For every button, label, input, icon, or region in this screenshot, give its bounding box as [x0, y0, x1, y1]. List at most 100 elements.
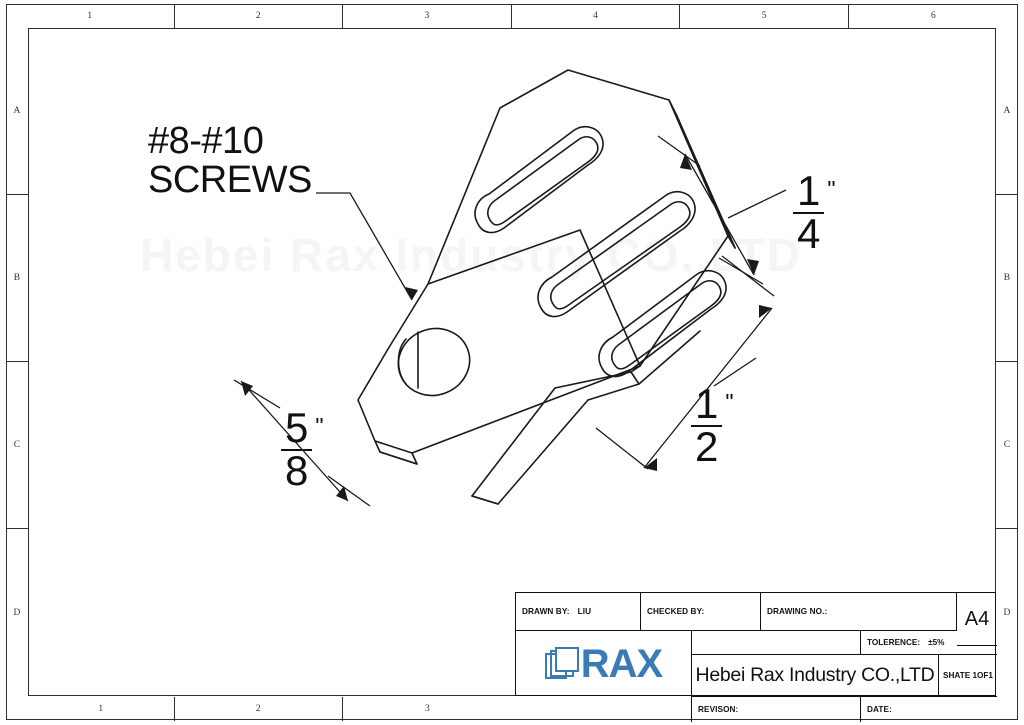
revison-cell[interactable]: REVISON:	[692, 697, 861, 722]
zone-top-6: 6	[849, 4, 1018, 28]
tab-corner-join	[630, 365, 641, 373]
fraction-numerator: 5	[285, 404, 309, 451]
fraction-denominator: 8	[285, 447, 309, 495]
zone-label: A	[13, 106, 21, 116]
drawn-by-value: LIU	[577, 607, 592, 616]
dim-half-ext-1	[721, 255, 775, 297]
sheet-count-value: SHATE 1OF1	[943, 671, 993, 680]
dimension-label-five-eighths-inch: 5 8 "	[281, 404, 324, 495]
zone-right-c: C	[996, 362, 1018, 529]
tolerence-label: TOLERENCE:	[867, 638, 921, 647]
fraction-denominator: 2	[695, 423, 719, 471]
dim-quarter-leader	[727, 189, 787, 219]
zone-top-2: 2	[175, 4, 344, 28]
zone-label: A	[1003, 106, 1011, 116]
dim-58-arrow-bottom	[336, 486, 348, 501]
dim-quarter-ext-1	[657, 135, 701, 167]
rax-logo-text: RAX	[580, 642, 663, 686]
revison-label: REVISON:	[698, 705, 739, 714]
zone-left-a: A	[6, 28, 28, 195]
date-label: DATE:	[867, 705, 892, 714]
sheet-outer-border	[6, 4, 1018, 720]
sheet-count-cell: SHATE 1OF1	[939, 655, 997, 697]
zone-top-1: 1	[6, 4, 175, 28]
screws-leader-line	[316, 192, 418, 301]
screws-note-line1: #8-#10	[148, 120, 264, 162]
tab-inner-edge	[587, 383, 640, 401]
dim-58-ext-1	[233, 379, 281, 409]
company-name-cell: Hebei Rax Industry CO.,LTD	[692, 655, 939, 697]
title-block: DRAWN BY: LIU CHECKED BY: DRAWING NO.: A…	[515, 592, 997, 722]
slot-upper-inner	[487, 135, 599, 226]
revison-blank-cell	[516, 697, 692, 722]
zone-label: C	[1003, 440, 1011, 450]
zone-label: D	[1003, 607, 1011, 618]
bracket-body-outline	[357, 69, 736, 505]
inch-mark: "	[315, 413, 323, 439]
dim-half-arrow-top	[759, 305, 772, 318]
checked-by-label: CHECKED BY:	[647, 607, 705, 616]
zone-label: 4	[593, 11, 599, 21]
zone-right-d: D	[996, 529, 1018, 696]
slot-lower-outer	[598, 270, 727, 378]
tab-fold-top	[554, 330, 701, 389]
tab-left-edge	[471, 387, 589, 505]
zone-bottom-3: 3	[343, 697, 512, 721]
zone-label: D	[13, 607, 21, 618]
zone-label: 5	[761, 11, 767, 21]
slot-middle-outer	[537, 191, 696, 318]
zone-label: 1	[87, 11, 93, 21]
date-cell[interactable]: DATE:	[861, 697, 997, 722]
screw-hole-outer	[397, 327, 471, 397]
dim-58-arrow-top	[241, 381, 253, 396]
zone-label: 3	[425, 704, 430, 714]
zone-left-b: B	[6, 195, 28, 362]
company-logo: RAX	[516, 631, 692, 697]
drawn-by-label: DRAWN BY:	[522, 607, 570, 616]
fraction-bar	[691, 424, 723, 428]
screws-note-line2: SCREWS	[148, 158, 312, 201]
fraction-denominator: 4	[797, 210, 821, 258]
dim-half-ext-2	[595, 427, 649, 470]
zone-left-c: C	[6, 362, 28, 529]
zone-bottom-1: 1	[28, 697, 175, 721]
slot-middle-inner	[550, 200, 691, 310]
slot-upper-outer	[474, 126, 604, 234]
zone-top-3: 3	[343, 4, 512, 28]
zone-label: C	[13, 440, 21, 450]
dim-58-line	[240, 380, 349, 502]
drawing-no-label: DRAWING NO.:	[767, 607, 828, 616]
zone-label: B	[1003, 273, 1011, 283]
checked-by-cell[interactable]: CHECKED BY:	[641, 593, 761, 631]
zone-bottom-2: 2	[175, 697, 344, 721]
dimension-quarter-inch	[657, 135, 787, 285]
fraction-one-quarter: 1 4	[793, 170, 825, 258]
drawing-no-cell[interactable]: DRAWING NO.:	[761, 593, 957, 631]
dim-quarter-arrow-bottom	[747, 259, 759, 275]
sheet-size-value: A4	[964, 607, 990, 630]
zone-label: 3	[424, 11, 430, 21]
dim-58-ext-2	[327, 475, 371, 507]
zone-label: 2	[255, 11, 261, 21]
zone-label: 1	[98, 704, 104, 714]
inch-mark: "	[725, 389, 733, 415]
fraction-bar	[281, 448, 313, 452]
zone-left-d: D	[6, 529, 28, 696]
zone-top-5: 5	[680, 4, 849, 28]
plate-front-lip-edge	[379, 451, 418, 465]
dim-half-leader	[713, 357, 757, 387]
drawn-by-cell[interactable]: DRAWN BY: LIU	[516, 593, 641, 631]
zone-label: 6	[931, 11, 936, 21]
sheet-inner-frame	[28, 28, 996, 696]
screws-note: #8-#10 SCREWS	[148, 122, 312, 200]
zone-label: 2	[255, 704, 261, 714]
company-name: Hebei Rax Industry CO.,LTD	[695, 664, 935, 686]
dim-quarter-line	[684, 153, 755, 276]
tab-bottom-edge	[471, 495, 499, 505]
fraction-bar	[793, 211, 825, 215]
screw-hole-inner-wall	[397, 338, 407, 385]
plate-upper-face	[427, 69, 729, 367]
part-drawing-canvas	[28, 28, 996, 696]
dim-half-arrow-bottom	[644, 458, 657, 471]
